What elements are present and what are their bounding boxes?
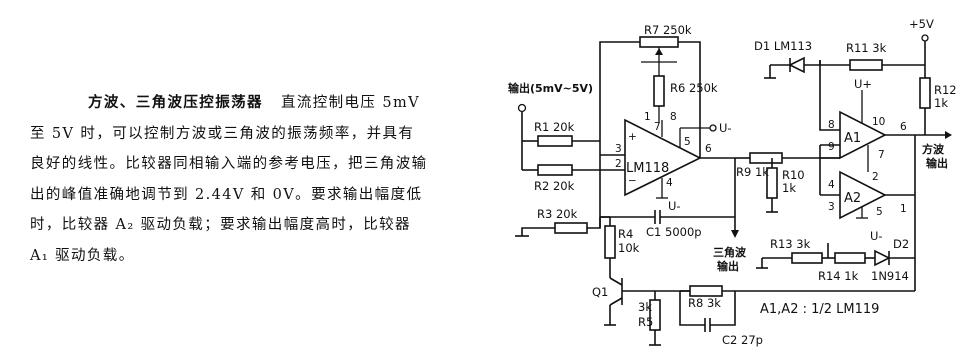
a1-pin6: 6	[900, 121, 907, 133]
r5-value: 3k	[638, 300, 652, 314]
opamp-pin2: 2	[615, 158, 622, 170]
r14-resistor	[834, 252, 866, 264]
feedback-network	[599, 36, 701, 158]
r5-label: R5	[638, 315, 653, 329]
q1-label: Q1	[592, 285, 608, 299]
a1-pin10: 10	[872, 116, 885, 128]
d1-label: D1 LM113	[754, 39, 812, 53]
c1-capacitor	[599, 158, 739, 238]
a2-pin4: 4	[828, 179, 835, 191]
r3-resistor	[554, 222, 588, 234]
r7-label: R7 250k	[644, 23, 692, 37]
a1-pin8: 8	[828, 119, 835, 131]
lm118-opamp	[624, 118, 735, 199]
opamp-pin6: 6	[705, 143, 712, 155]
r6-label: R6 250k	[670, 81, 718, 95]
r9-label: R9 1k	[736, 165, 769, 179]
opamp-u-minus-top: U-	[719, 121, 732, 135]
a2-pin3: 3	[828, 201, 835, 213]
opamp-plus: +	[628, 131, 637, 143]
comparator-a1	[819, 60, 915, 172]
r10-label: R10	[782, 168, 805, 182]
r4-resistor	[604, 225, 616, 259]
opamp-pin7: 7	[654, 121, 661, 133]
c1-label: C1 5000p	[646, 225, 702, 239]
description-text: 方波、三角波压控振荡器 直流控制电压 5mV 至 5V 时，可以控制方波或三角波…	[30, 88, 430, 271]
r2-label: R2 20k	[534, 179, 575, 193]
r1-resistor	[537, 135, 573, 147]
r8-resistor	[689, 285, 723, 297]
a2-pin2: 2	[872, 171, 879, 183]
r10-value: 1k	[782, 181, 796, 195]
comparator-a2	[819, 145, 915, 220]
opamp-pin3: 3	[615, 143, 622, 155]
opamp-u-minus-bottom: U-	[668, 199, 681, 213]
r9-resistor	[749, 152, 783, 164]
r8-label: R8 3k	[688, 296, 721, 310]
r11-resistor	[849, 59, 883, 71]
opamp-pin8: 8	[670, 111, 677, 123]
sq-out-line2: 输出	[926, 156, 948, 170]
opamp-pin5: 5	[684, 136, 691, 148]
u-plus-label: U+	[854, 77, 872, 91]
tri-out-line1: 三角波	[713, 245, 747, 259]
supply-plus5-label: +5V	[909, 17, 934, 31]
description-body: 直流控制电压 5mV 至 5V 时，可以控制方波或三角波的振荡频率，并具有良好的…	[30, 95, 428, 264]
opamp-minus: −	[628, 175, 637, 187]
r12-value: 1k	[934, 96, 948, 110]
a2-pin5: 5	[876, 206, 883, 218]
input-network	[515, 103, 625, 237]
sq-out-line1: 方波	[922, 142, 945, 156]
a1-label: A1	[844, 131, 861, 146]
r9-r10-divider	[735, 152, 840, 213]
r11-label: R11 3k	[846, 41, 887, 55]
d2-part-label: 1N914	[871, 269, 909, 283]
reset-transistor-section	[600, 216, 915, 346]
tri-out-line2: 输出	[717, 259, 739, 273]
d2-r14-network	[756, 195, 916, 291]
r12-label: R12	[934, 83, 957, 97]
r2-resistor	[537, 164, 573, 176]
comparator-note: A1,A2 : 1/2 LM119	[760, 302, 879, 317]
r14-label: R14 1k	[818, 269, 859, 283]
d2-diode	[874, 249, 891, 267]
a2-pin1: 1	[900, 203, 907, 215]
r4-label: R4	[618, 227, 633, 241]
r1-label: R1 20k	[534, 120, 575, 134]
r13-resistor	[791, 252, 823, 264]
r7-resistor	[639, 36, 679, 48]
u-minus-d2: U-	[870, 229, 883, 243]
a1-pin7: 7	[878, 149, 885, 161]
opamp-pin4: 4	[666, 177, 673, 189]
opamp-label: LM118	[626, 161, 669, 176]
a2-label: A2	[844, 191, 861, 206]
r13-label: R13 3k	[770, 237, 811, 251]
r6-resistor	[653, 75, 665, 107]
input-label: 输出(5mV~5V)	[508, 81, 593, 95]
r4-value: 10k	[618, 241, 640, 255]
d1-r11-network	[764, 34, 952, 195]
r3-label: R3 20k	[537, 207, 578, 221]
c2-label: C2 27p	[722, 333, 763, 347]
description-title: 方波、三角波压控振荡器	[88, 95, 263, 111]
d2-label: D2	[893, 237, 909, 251]
opamp-pin1: 1	[644, 111, 651, 123]
a1-pin9: 9	[828, 141, 835, 153]
r12-resistor	[919, 77, 931, 109]
